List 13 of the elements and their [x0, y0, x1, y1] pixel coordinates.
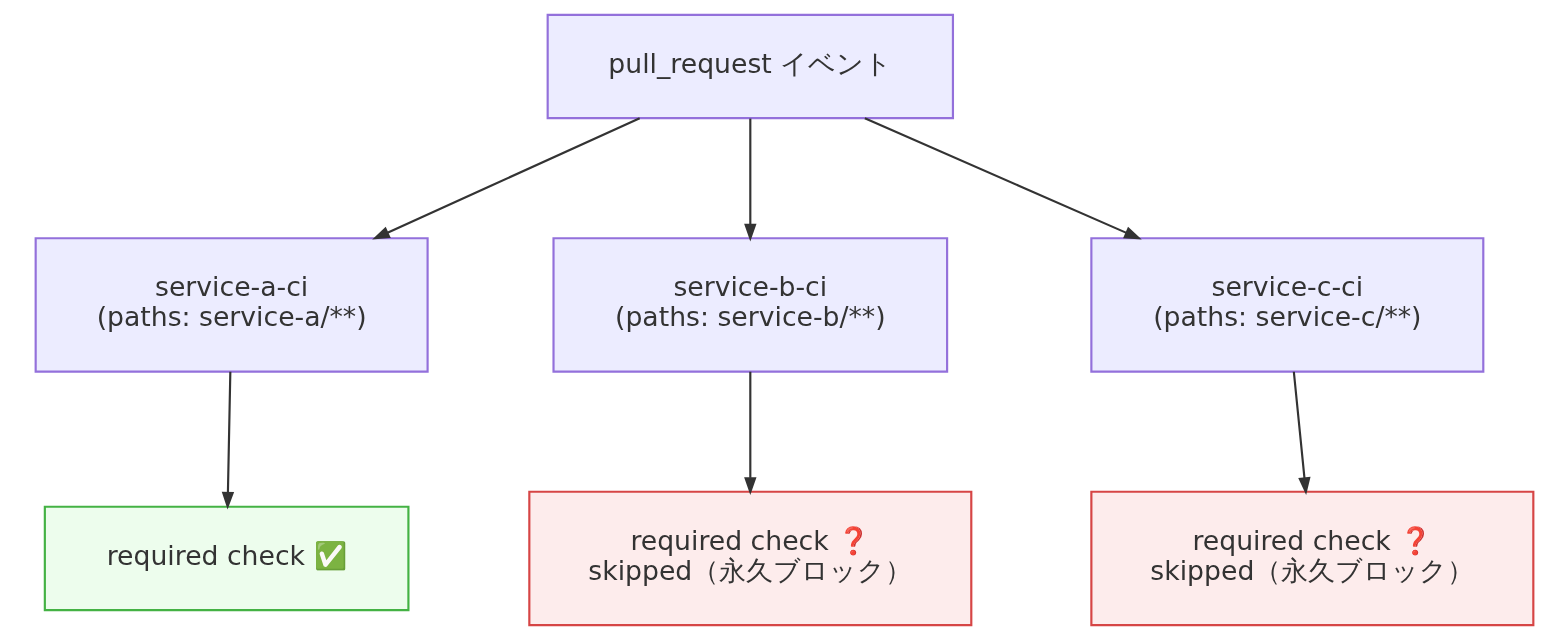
node-box: required check ❓ skipped（永久ブロック） [1089, 490, 1534, 627]
node-box: required check ❓ skipped（永久ブロック） [527, 490, 972, 627]
arrow [743, 118, 756, 242]
node-box: service-a-ci (paths: service-a/**) [34, 237, 429, 373]
arrow [371, 117, 640, 240]
arrow [1292, 371, 1311, 495]
node-box: pull_request イベント [546, 13, 954, 120]
arrow [863, 117, 1142, 240]
node-box: service-b-ci (paths: service-b/**) [551, 237, 948, 373]
node-box: service-c-ci (paths: service-c/**) [1089, 237, 1484, 373]
arrow [743, 371, 756, 495]
node-box: required check ✅ [43, 505, 409, 612]
arrow [221, 371, 234, 510]
